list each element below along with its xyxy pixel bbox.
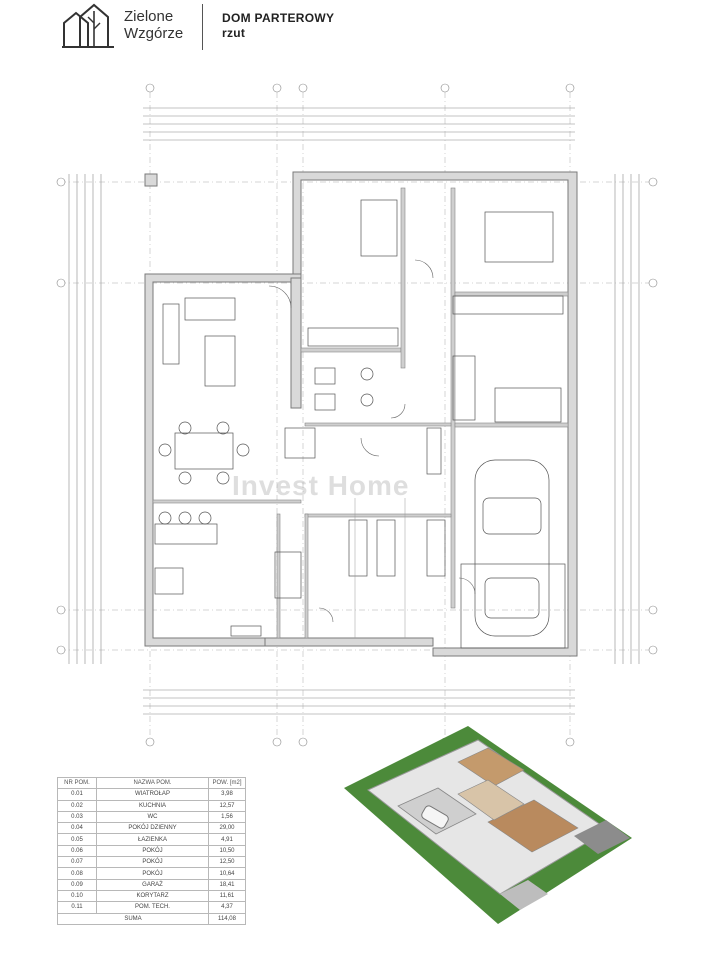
room-area: 12,57 [208, 799, 246, 812]
path [500, 880, 548, 910]
header: Zielone Wzgórze DOM PARTEROWY rzut [0, 0, 709, 60]
room-area: 11,61 [208, 889, 246, 903]
room-name: POM. TECH. [96, 901, 209, 914]
table-header-row: NR POM. NAZWA POM. POW. [m2] [57, 776, 246, 790]
room-area: 10,50 [208, 844, 246, 858]
room-number: 0.04 [57, 822, 97, 835]
walls [144, 171, 578, 657]
axis-markers [56, 83, 658, 747]
car [421, 805, 449, 829]
room-area: 18,41 [208, 878, 246, 891]
room-area: 3,98 [208, 788, 246, 801]
logo-line2: Wzgórze [124, 25, 184, 42]
total-area: 114,08 [208, 912, 246, 925]
room-name: ŁAZIENKA [96, 833, 209, 846]
room-number: 0.07 [57, 856, 97, 869]
bedroom-floor [457, 747, 525, 787]
room-area: 4,37 [208, 901, 246, 914]
room-number: 0.01 [57, 788, 97, 801]
room-number: 0.11 [57, 901, 97, 914]
room-name: GARAŻ [96, 878, 209, 891]
room-name: KUCHNIA [96, 799, 209, 812]
room-name: KORYTARZ [96, 889, 209, 903]
room-name: POKÓJ [96, 867, 209, 880]
room-name: POKÓJ [96, 844, 209, 858]
house-logo-icon [62, 3, 114, 48]
terrace [574, 820, 630, 854]
room-area: 4,91 [208, 833, 246, 846]
room-area: 10,64 [208, 867, 246, 880]
room-name: WC [96, 810, 209, 824]
header-room-number: NR POM. [57, 776, 97, 790]
room-number: 0.10 [57, 889, 97, 903]
room-number: 0.02 [57, 799, 97, 812]
room-name: WIATROŁAP [96, 788, 209, 801]
hall-marks [354, 498, 406, 638]
living-floor [487, 799, 579, 853]
logo-line1: Zielone [124, 8, 174, 25]
title-line1: DOM PARTEROWY [222, 11, 335, 25]
hall-floor [457, 779, 525, 821]
room-number: 0.05 [57, 833, 97, 846]
total-label: SUMA [57, 912, 209, 925]
dimension-lines [68, 107, 640, 715]
room-area: 29,00 [208, 822, 246, 835]
room-number: 0.09 [57, 878, 97, 891]
document-title: DOM PARTEROWY rzut [222, 11, 334, 41]
furniture [154, 199, 566, 649]
title-line2: rzut [222, 26, 246, 40]
room-name: POKÓJ [96, 856, 209, 869]
room-number: 0.08 [57, 867, 97, 880]
header-room-name: NAZWA POM. [96, 776, 209, 790]
house-3d-render [344, 726, 632, 924]
doors [268, 259, 476, 623]
logo-text: Zielone Wzgórze [124, 8, 183, 42]
room-number: 0.03 [57, 810, 97, 824]
interior-walls [152, 187, 569, 639]
header-divider [202, 4, 203, 50]
watermark: Invest Home [232, 470, 410, 501]
room-area: 1,56 [208, 810, 246, 824]
header-room-area: POW. [m2] [208, 776, 246, 790]
room-name: POKÓJ DZIENNY [96, 822, 209, 835]
table-total-row: SUMA 114,08 [57, 912, 246, 925]
floor-plan [56, 83, 658, 747]
room-number: 0.06 [57, 844, 97, 858]
room-area: 12,50 [208, 856, 246, 869]
